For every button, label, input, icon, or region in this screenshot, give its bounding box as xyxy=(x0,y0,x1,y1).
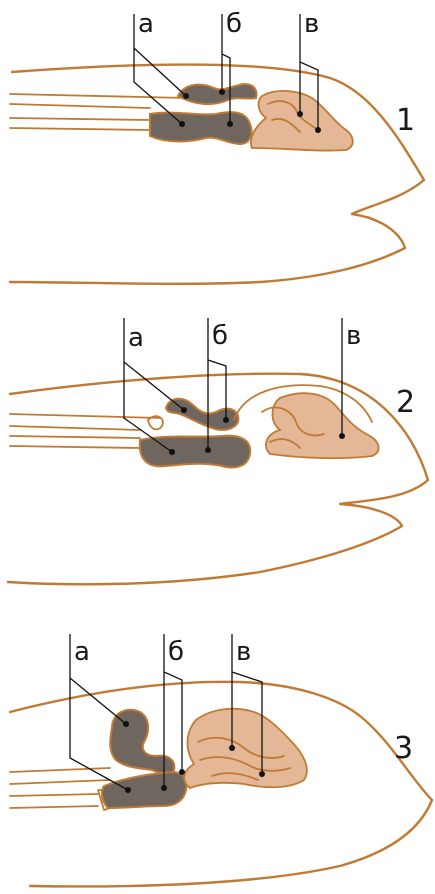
marker-dot xyxy=(205,447,211,453)
label-c: в xyxy=(304,9,319,39)
label-a: а xyxy=(128,323,144,353)
marker-dot xyxy=(161,785,167,791)
marker-dot xyxy=(219,89,225,95)
organ-a-lower xyxy=(150,112,252,144)
spinal-cord-lower xyxy=(10,436,140,438)
label-c: в xyxy=(236,637,251,667)
spinal-cord-upper xyxy=(10,414,160,418)
panel-1: а б в 1 xyxy=(10,9,424,284)
organ-a-upper xyxy=(166,399,238,430)
marker-dot xyxy=(181,407,187,413)
label-b: б xyxy=(226,9,242,39)
marker-dot xyxy=(315,127,321,133)
panel-2: а б в 2 xyxy=(8,318,428,584)
marker-dot xyxy=(223,417,229,423)
spinal-cord-middle xyxy=(10,104,150,108)
marker-dot xyxy=(183,93,189,99)
spinal-cord-base xyxy=(10,128,150,130)
organ-a-lower xyxy=(102,772,187,808)
spinal-cord-middle xyxy=(10,780,110,784)
spinal-cord-upper xyxy=(10,94,186,98)
panel-number: 1 xyxy=(396,103,415,138)
marker-dot xyxy=(227,121,233,127)
label-b: б xyxy=(168,637,184,667)
marker-dot xyxy=(179,769,185,775)
label-c: в xyxy=(346,321,361,351)
spinal-cord-lower xyxy=(10,118,150,120)
marker-dot xyxy=(179,121,185,127)
marker-dot xyxy=(259,771,265,777)
label-a: а xyxy=(74,637,90,667)
spinal-cord-lower xyxy=(10,794,98,796)
organ-c xyxy=(266,393,379,458)
marker-dot xyxy=(169,449,175,455)
panel-3: а б в 3 xyxy=(10,634,432,886)
marker-dot xyxy=(229,745,235,751)
organ-a-upper xyxy=(178,84,257,104)
label-b: б xyxy=(212,321,228,351)
spinal-cord-middle xyxy=(10,426,140,430)
organ-c xyxy=(251,91,353,151)
marker-dot xyxy=(123,721,129,727)
spinal-cord-base xyxy=(10,446,140,448)
panel-number: 3 xyxy=(394,731,413,766)
head-outline xyxy=(8,374,428,585)
marker-dot xyxy=(339,433,345,439)
panel-number: 2 xyxy=(396,385,415,420)
marker-dot xyxy=(125,787,131,793)
label-a: а xyxy=(138,9,154,39)
spinal-cord-base xyxy=(10,806,98,808)
marker-dot xyxy=(297,111,303,117)
